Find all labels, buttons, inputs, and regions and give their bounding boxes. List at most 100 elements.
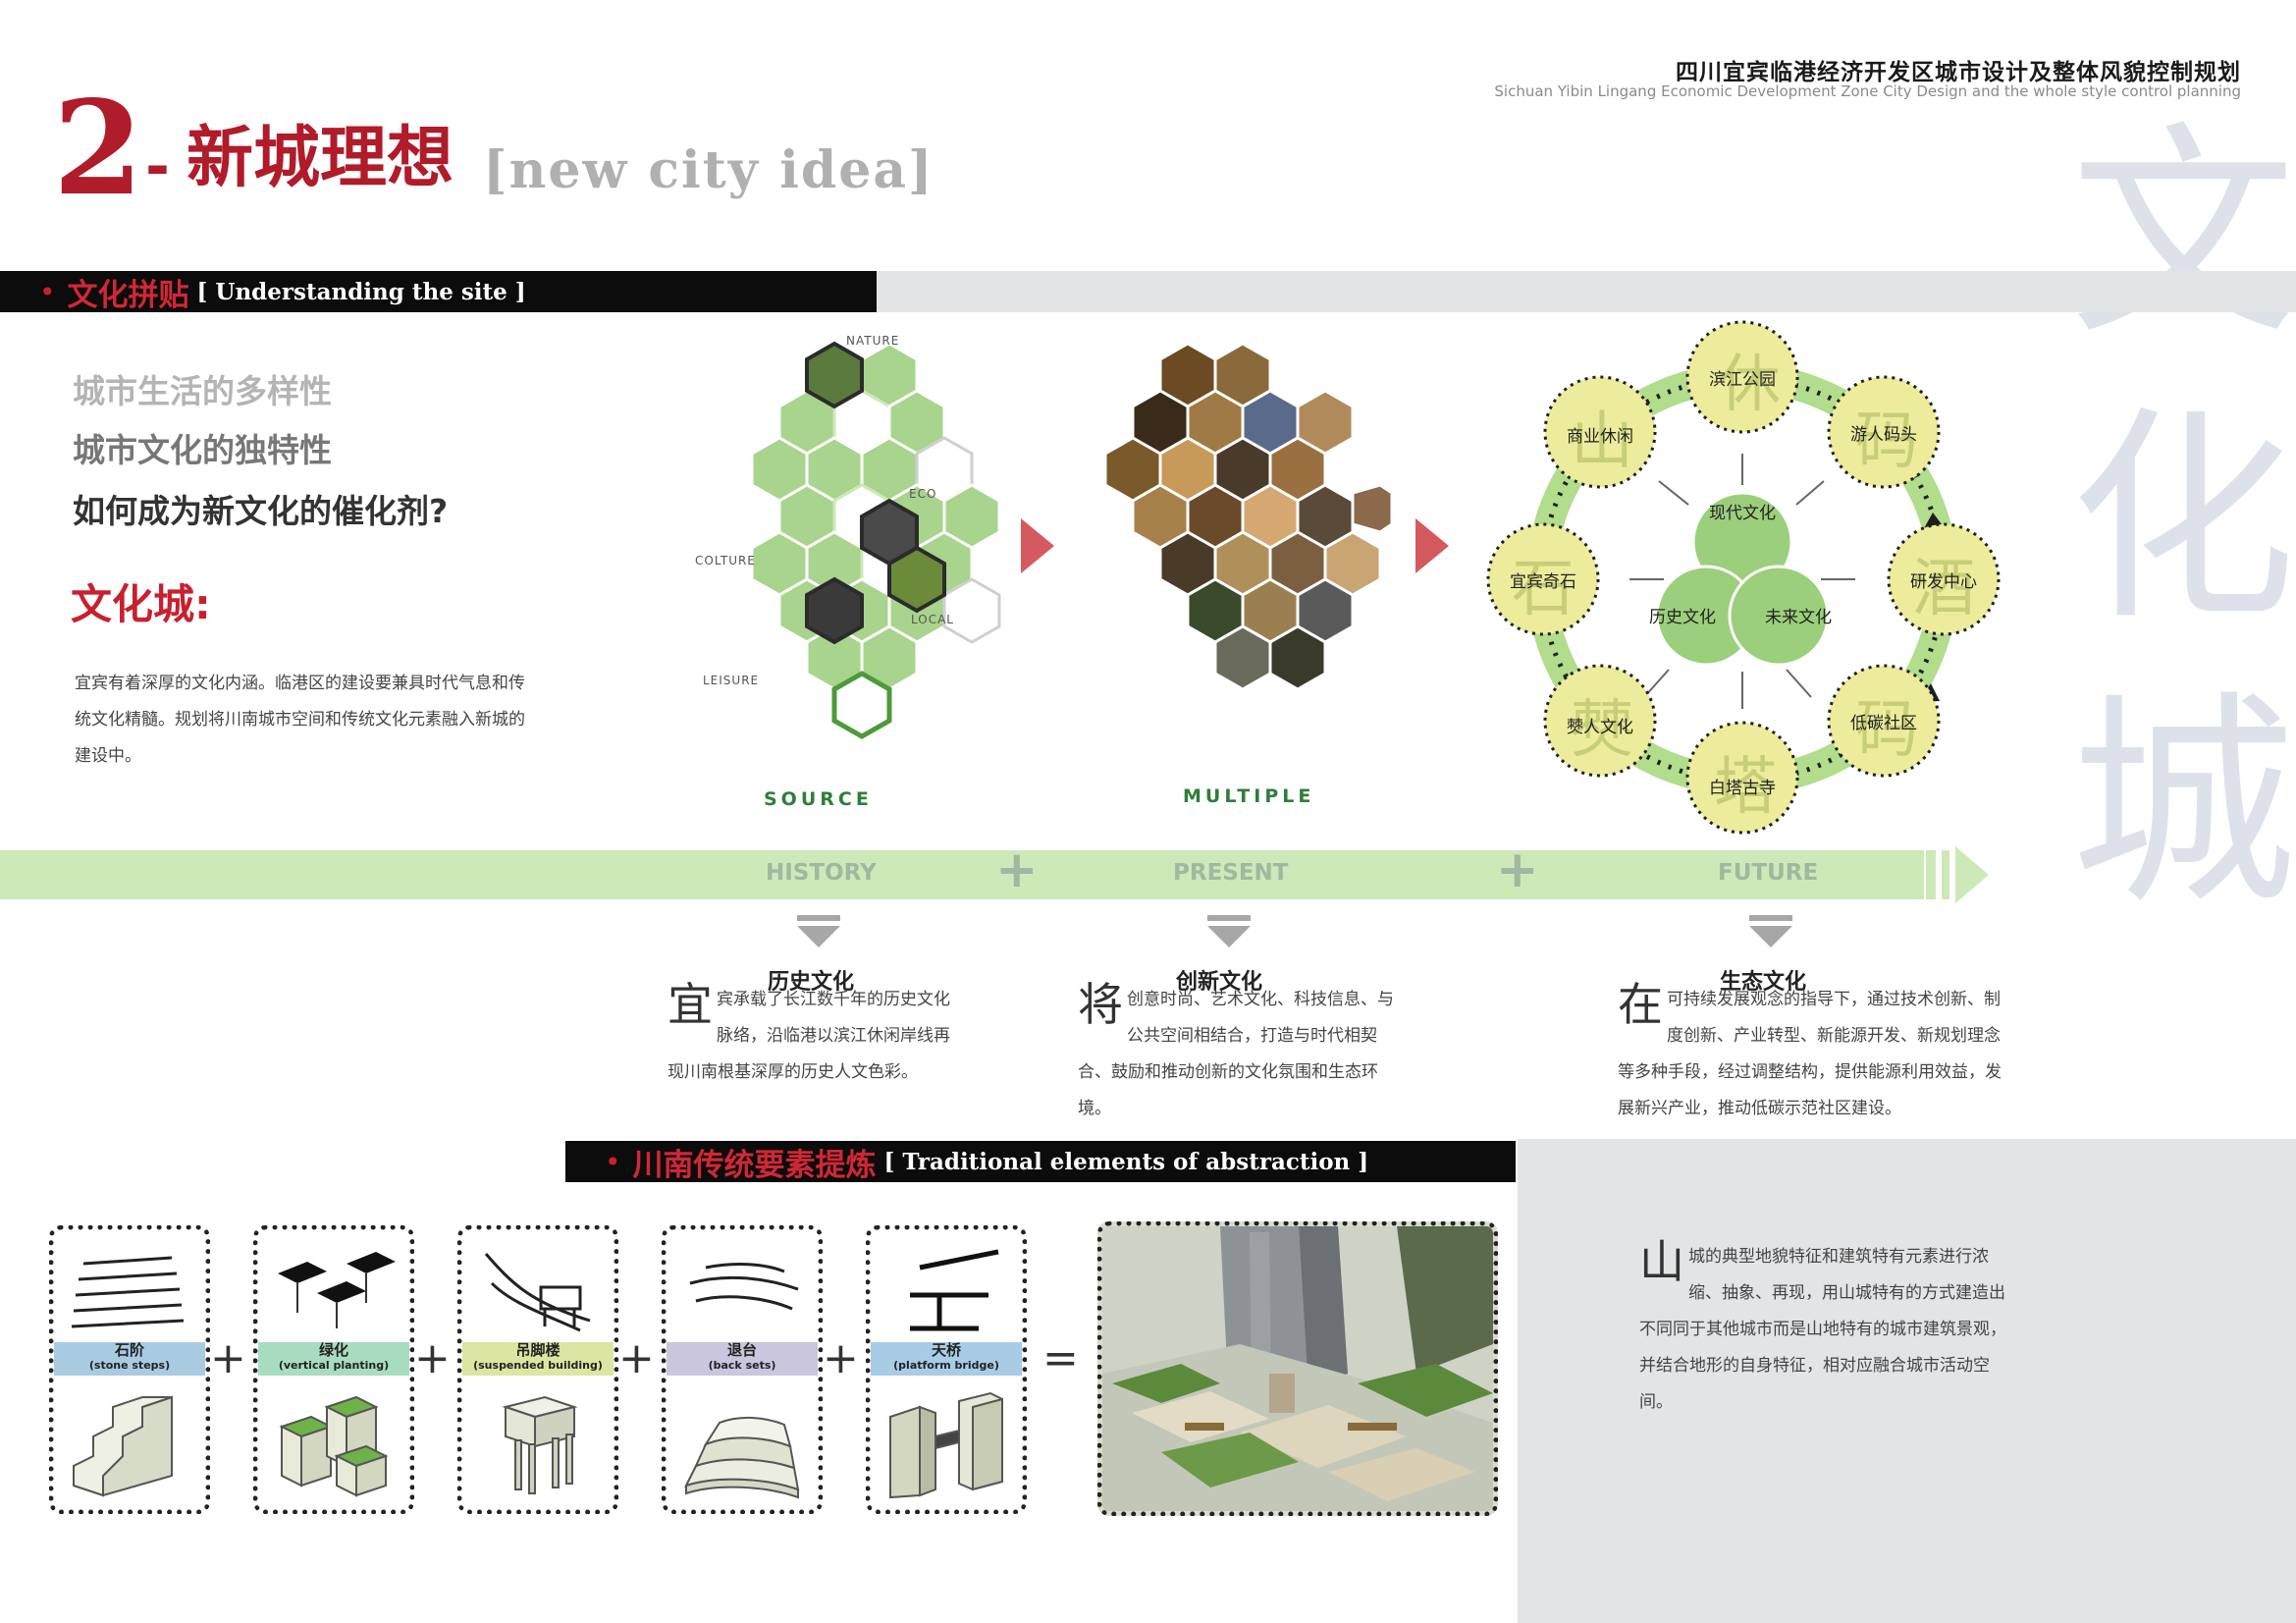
node-circle	[1887, 522, 2001, 636]
node-label-commerce: 商业休闲	[1567, 427, 1633, 447]
element-name-en: (vertical planting)	[278, 1359, 390, 1372]
column-innovation-text: 将创意时尚、艺术文化、科技信息、与公共空间相结合，打造与时代相契合、鼓励和推动创…	[1078, 982, 1402, 1127]
node-bg-char: 码	[1855, 406, 1918, 478]
culture-city-text: 宜宾有着深厚的文化内涵。临港区的建设要兼具时代气息和传统文化精髓。规划将川南城市…	[75, 674, 525, 766]
node-bg-char: 石	[1512, 553, 1575, 625]
hex-cell	[831, 671, 892, 739]
element-band: 天桥(platform bridge)	[871, 1342, 1022, 1376]
node-bg-char: 塔	[1714, 751, 1777, 824]
center-label-history: 历史文化	[1649, 608, 1716, 627]
element-name-cn: 退台	[726, 1341, 757, 1359]
column-innovation-initial: 将	[1078, 978, 1123, 1031]
timeline-bar	[0, 850, 1924, 899]
mountain-text: 山城的典型地貌特征和建筑特有元素进行浓缩、抽象、再现，用山城特有的方式建造出不同…	[1639, 1239, 2012, 1421]
planting-sketch	[278, 1252, 396, 1328]
watermark-char-3: 城	[2070, 674, 2296, 936]
equals-sign: =	[1042, 1333, 1079, 1383]
column-eco-head: 生态文化	[1720, 970, 1807, 995]
stone-steps-model	[73, 1395, 173, 1497]
arrow-right-icon	[1415, 518, 1449, 573]
column-history-text: 宜宾承载了长江数千年的历史文化脉络，沿临港以滨江休闲岸线再现川南根基深厚的历史人…	[667, 982, 952, 1091]
page-title-number: 2	[53, 73, 143, 225]
watermark-char-2: 化	[2070, 389, 2296, 651]
element-name-cn: 吊脚楼	[515, 1341, 561, 1359]
node-circle	[1486, 522, 1600, 636]
section2-title-en: [ Traditional elements of abstraction ]	[883, 1148, 1369, 1175]
timeline-future: FUTURE	[1718, 860, 1819, 886]
column-eco-initial: 在	[1618, 978, 1663, 1031]
down-arrow-icon	[1207, 926, 1251, 947]
section1-bullet: •	[39, 275, 56, 308]
question-2: 城市文化的独特性	[73, 431, 332, 469]
column-innovation-head: 创新文化	[1176, 970, 1263, 995]
element-panel-platform-bridge: 天桥(platform bridge)	[866, 1225, 1027, 1514]
timeline-stripe	[1942, 850, 1949, 899]
plus-sign: +	[414, 1333, 451, 1383]
bridge-sketch	[910, 1249, 999, 1331]
node-label-white-pagoda: 白塔古寺	[1709, 779, 1776, 798]
timeline-arrowhead-icon	[1955, 846, 1989, 903]
node-bg-char: 山	[1571, 406, 1633, 478]
element-panel-vertical-planting: 绿化(vertical planting)	[253, 1225, 414, 1514]
culture-city-title: 文化城:	[71, 580, 211, 628]
header-title-cn: 四川宜宾临港经济开发区城市设计及整体风貌控制规划	[1676, 60, 2241, 85]
bridge-model	[889, 1391, 1003, 1499]
down-arrow-icon	[1749, 926, 1792, 947]
photo-hex	[1268, 624, 1327, 691]
page-title-en: [new city idea]	[483, 140, 934, 200]
hex-label-leisure: LEISURE	[703, 674, 760, 687]
column-eco-body: 可持续发展观念的指导下，通过技术创新、制度创新、产业转型、新能源开发、新规划理念…	[1618, 990, 2002, 1118]
arrow-right-icon	[1021, 518, 1054, 573]
timeline-plus-1: +	[995, 840, 1039, 899]
architecture-rendering	[1097, 1221, 1498, 1516]
stone-steps-sketch	[71, 1256, 185, 1328]
page-title-dash: -	[145, 133, 170, 201]
column-eco-text: 在可持续发展观念的指导下，通过技术创新、制度创新、产业转型、新能源开发、新规划理…	[1618, 982, 2010, 1127]
timeline-stripe	[1926, 850, 1936, 899]
node-label-stones: 宜宾奇石	[1510, 572, 1576, 592]
down-arrow-bar	[1207, 915, 1251, 921]
section1-bar: • 文化拼贴 [ Understanding the site ]	[0, 271, 877, 313]
section2-title-cn: 川南传统要素提炼	[632, 1147, 877, 1183]
element-band: 退台(back sets)	[667, 1342, 818, 1376]
question-1: 城市生活的多样性	[73, 372, 332, 410]
timeline-present: PRESENT	[1173, 860, 1289, 886]
element-name-en: (suspended building)	[473, 1359, 603, 1372]
element-panel-back-sets: 退台(back sets)	[662, 1225, 823, 1514]
node-circle	[1827, 664, 1941, 778]
center-circle-future	[1728, 565, 1830, 667]
photo-hex-local	[887, 545, 946, 614]
section1-title-en: [ Understanding the site ]	[196, 278, 526, 305]
source-caption: SOURCE	[764, 788, 873, 810]
hex-label-local: LOCAL	[911, 613, 954, 626]
suspended-model	[502, 1395, 578, 1494]
node-bg-char: 休	[1718, 349, 1781, 421]
node-circle	[1827, 375, 1941, 489]
center-label-modern: 现代文化	[1709, 504, 1776, 523]
timeline-history: HISTORY	[766, 860, 877, 886]
planting-model	[279, 1395, 389, 1497]
watermark: 文 化 城	[2070, 93, 2296, 947]
node-bg-char: 酒	[1912, 553, 1975, 625]
page-title-cn: 新城理想	[187, 120, 454, 197]
down-arrow-bar	[797, 915, 840, 921]
multiple-caption: MULTIPLE	[1183, 785, 1315, 807]
node-circle	[1543, 375, 1657, 489]
hex-label-eco: ECO	[909, 487, 937, 501]
photo-hex	[1213, 624, 1272, 691]
down-arrow-icon	[797, 926, 840, 947]
section2-bar: • 川南传统要素提炼 [ Traditional elements of abs…	[565, 1141, 1516, 1183]
photo-hex-colture	[805, 576, 864, 645]
node-label-low-carbon: 低碳社区	[1850, 714, 1917, 733]
node-circle	[1685, 721, 1799, 835]
section1-gray-strip	[877, 271, 2296, 312]
photo-hex	[1351, 483, 1394, 534]
source-hex-diagram	[750, 341, 1001, 739]
photo-hex-nature	[805, 341, 864, 409]
element-name-en: (back sets)	[708, 1359, 776, 1372]
element-band: 石阶(stone steps)	[54, 1342, 205, 1376]
node-bg-char: 码	[1855, 694, 1918, 767]
watermark-char-1: 文	[2070, 104, 2296, 366]
node-label-rd-center: 研发中心	[1910, 572, 1977, 592]
timeline-plus-2: +	[1496, 840, 1539, 899]
